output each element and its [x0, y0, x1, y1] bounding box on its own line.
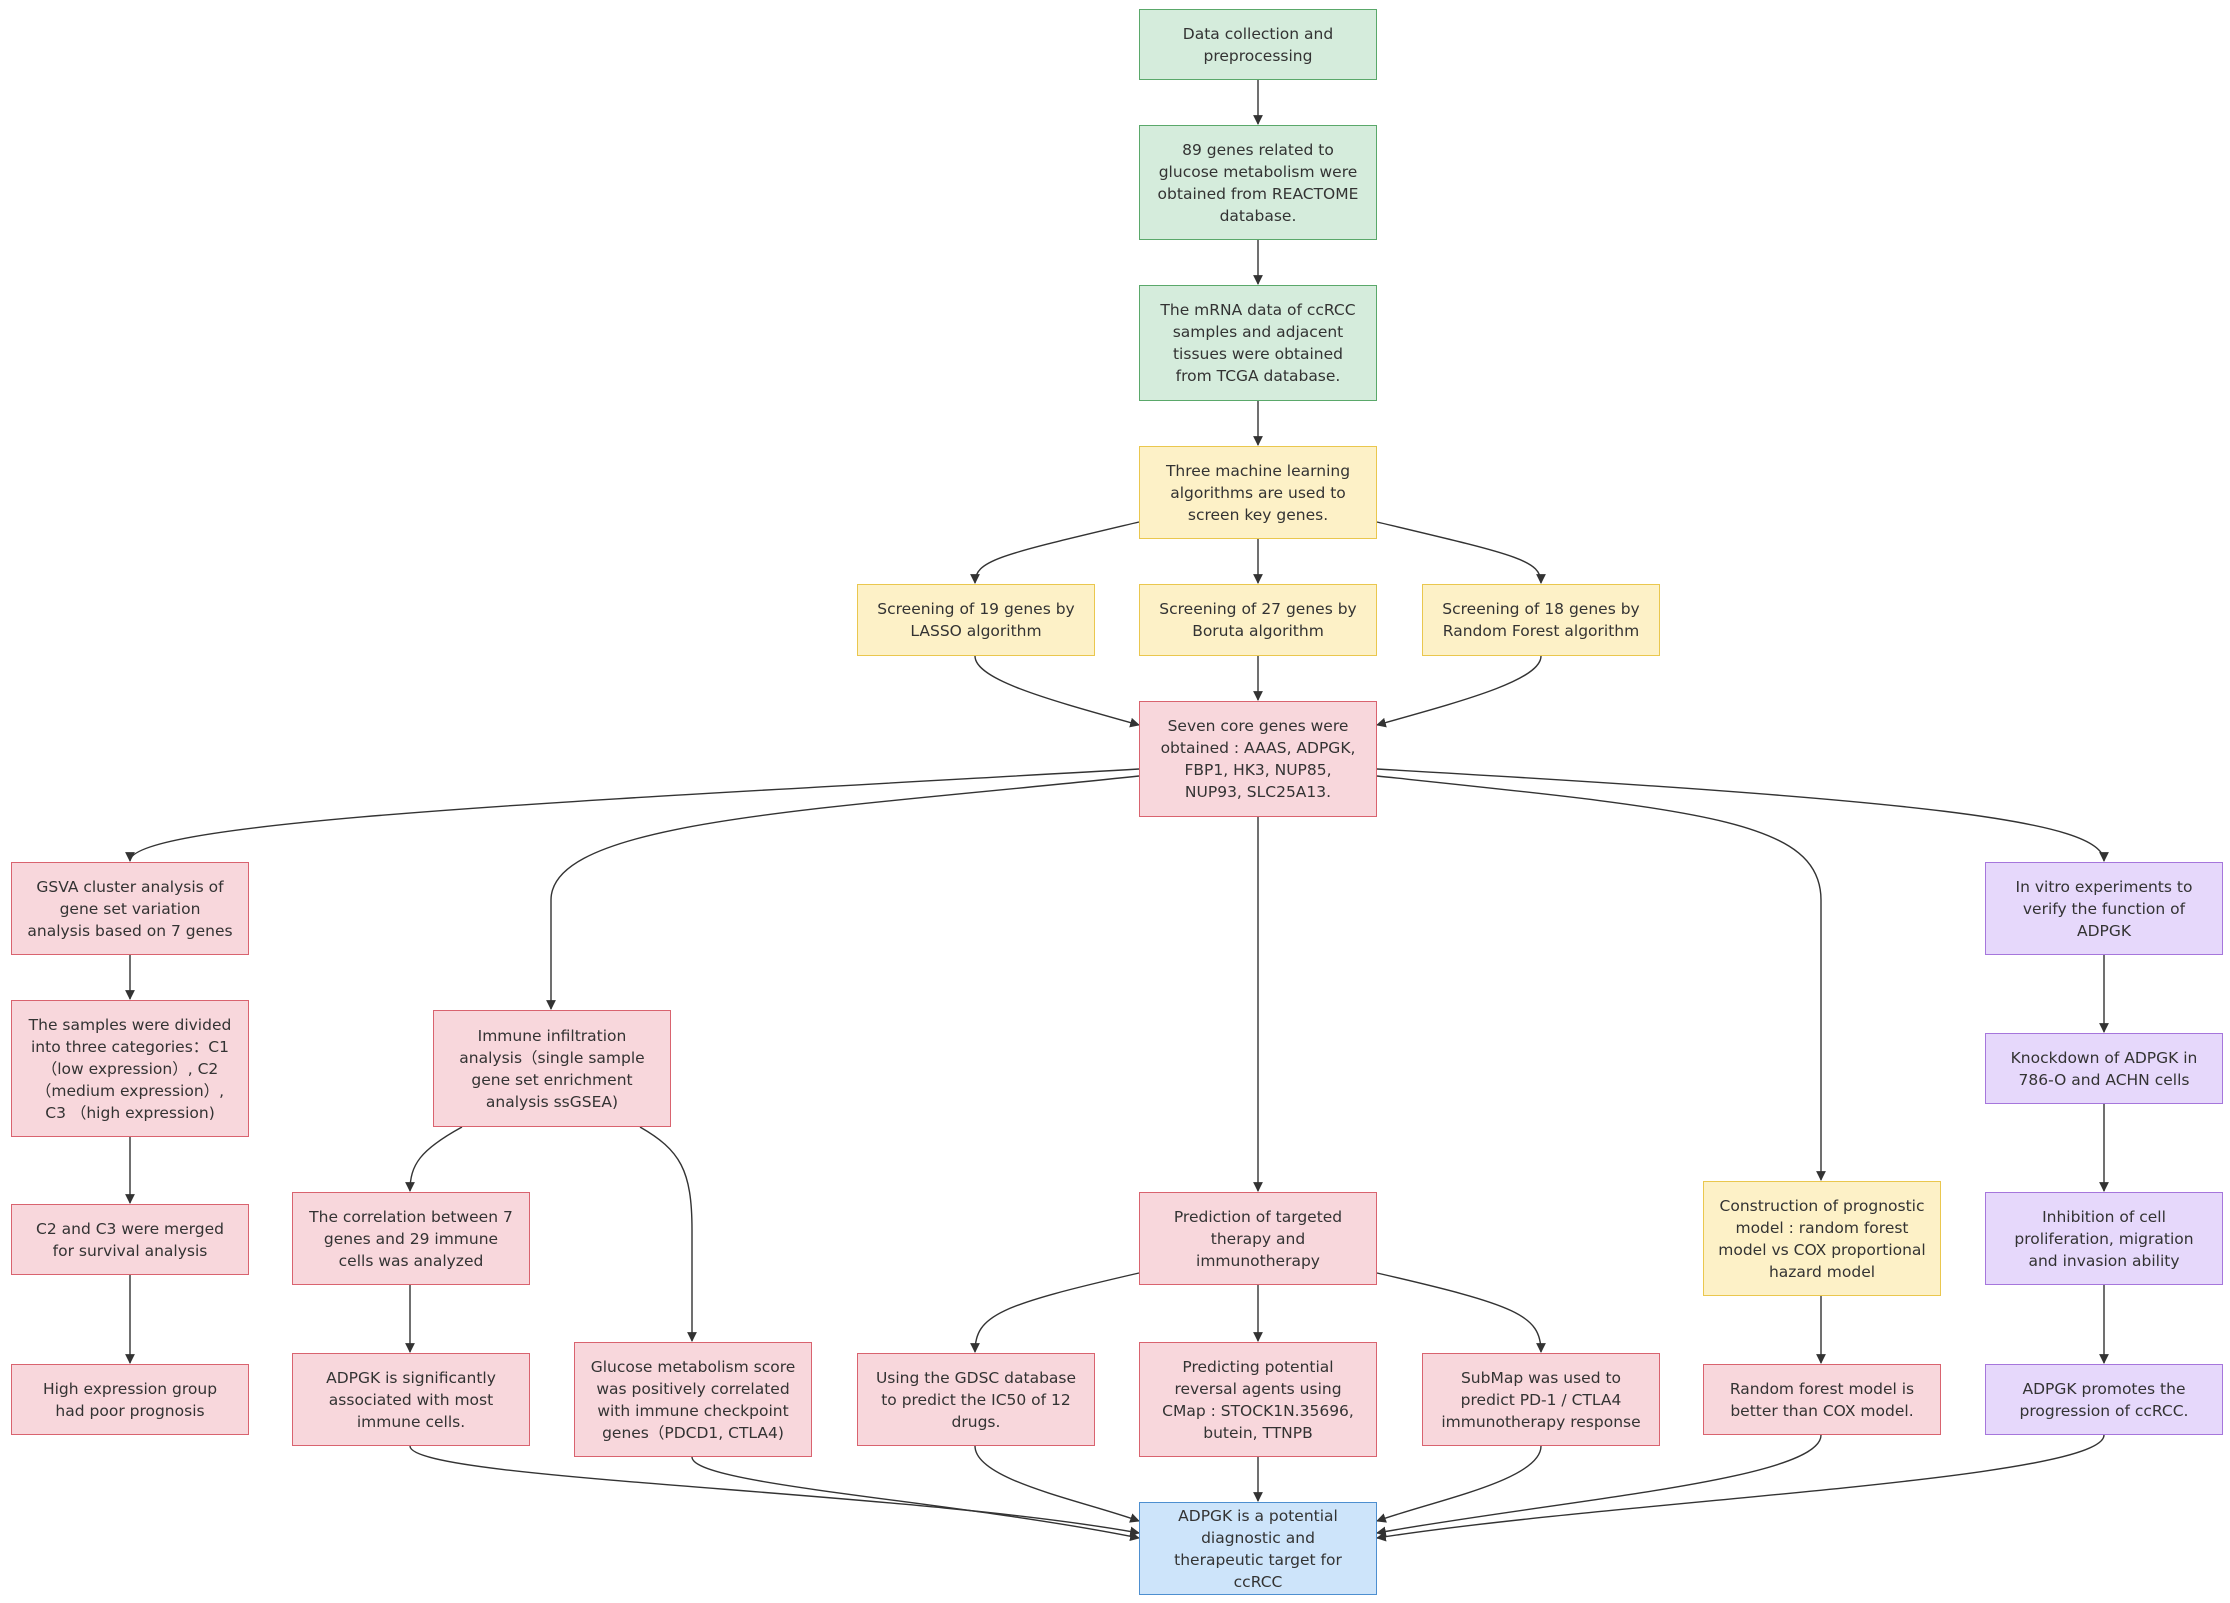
node-core-genes: Seven core genes were obtained : AAAS, A… [1139, 701, 1377, 817]
edge-ml-to-rf [1376, 521, 1546, 584]
node-gsva: GSVA cluster analysis of gene set variat… [11, 862, 249, 955]
edge-rfbetter-to-conclusion [1376, 1434, 1822, 1537]
node-submap: SubMap was used to predict PD-1 / CTLA4 … [1422, 1353, 1660, 1446]
edge-submap-to-conclusion [1376, 1445, 1542, 1523]
node-gdsc: Using the GDSC database to predict the I… [857, 1353, 1095, 1446]
node-data-collection: Data collection and preprocessing [1139, 9, 1377, 80]
node-immune-infiltration: Immune infiltration analysis（single samp… [433, 1010, 671, 1127]
edge-core-to-gsva [125, 768, 1140, 862]
node-knockdown: Knockdown of ADPGK in 786-O and ACHN cel… [1985, 1033, 2223, 1104]
node-in-vitro: In vitro experiments to verify the funct… [1985, 862, 2223, 955]
edge-lasso-to-core [974, 655, 1140, 728]
edge-immune-to-correlation [405, 1126, 463, 1192]
node-ml-algorithms: Three machine learning algorithms are us… [1139, 446, 1377, 539]
edge-targeted-to-submap [1376, 1272, 1546, 1353]
node-merged: C2 and C3 were merged for survival analy… [11, 1204, 249, 1275]
node-correlation: The correlation between 7 genes and 29 i… [292, 1192, 530, 1285]
node-conclusion: ADPGK is a potential diagnostic and ther… [1139, 1502, 1377, 1595]
edge-immune-to-glucose [639, 1126, 697, 1342]
edge-core-to-vitro [1376, 768, 2109, 862]
edge-core-to-prognostic [1376, 775, 1826, 1181]
node-adpgk-immune: ADPGK is significantly associated with m… [292, 1353, 530, 1446]
node-targeted-therapy: Prediction of targeted therapy and immun… [1139, 1192, 1377, 1285]
node-cmap: Predicting potential reversal agents usi… [1139, 1342, 1377, 1457]
edge-promotes-to-conclusion [1376, 1434, 2105, 1542]
edge-gdsc-to-conclusion [974, 1445, 1140, 1523]
node-inhibition: Inhibition of cell proliferation, migrat… [1985, 1192, 2223, 1285]
node-glucose-score: Glucose metabolism score was positively … [574, 1342, 812, 1457]
node-boruta: Screening of 27 genes by Boruta algorith… [1139, 584, 1377, 656]
node-rf-better: Random forest model is better than COX m… [1703, 1364, 1941, 1435]
edge-glucose-to-conclusion [691, 1456, 1140, 1542]
edge-rf-to-core [1376, 655, 1542, 728]
edge-targeted-to-gdsc [970, 1272, 1140, 1353]
node-adpgk-promotes: ADPGK promotes the progression of ccRCC. [1985, 1364, 2223, 1435]
edge-ml-to-lasso [970, 521, 1140, 584]
node-tcga: The mRNA data of ccRCC samples and adjac… [1139, 285, 1377, 401]
edge-adpgk-to-conclusion [409, 1445, 1140, 1537]
node-categories: The samples were divided into three cate… [11, 1000, 249, 1137]
node-prognostic-model: Construction of prognostic model : rando… [1703, 1181, 1941, 1296]
node-lasso: Screening of 19 genes by LASSO algorithm [857, 584, 1095, 656]
edge-core-to-immune [546, 775, 1140, 1010]
node-poor-prognosis: High expression group had poor prognosis [11, 1364, 249, 1435]
node-random-forest: Screening of 18 genes by Random Forest a… [1422, 584, 1660, 656]
node-reactome: 89 genes related to glucose metabolism w… [1139, 125, 1377, 240]
